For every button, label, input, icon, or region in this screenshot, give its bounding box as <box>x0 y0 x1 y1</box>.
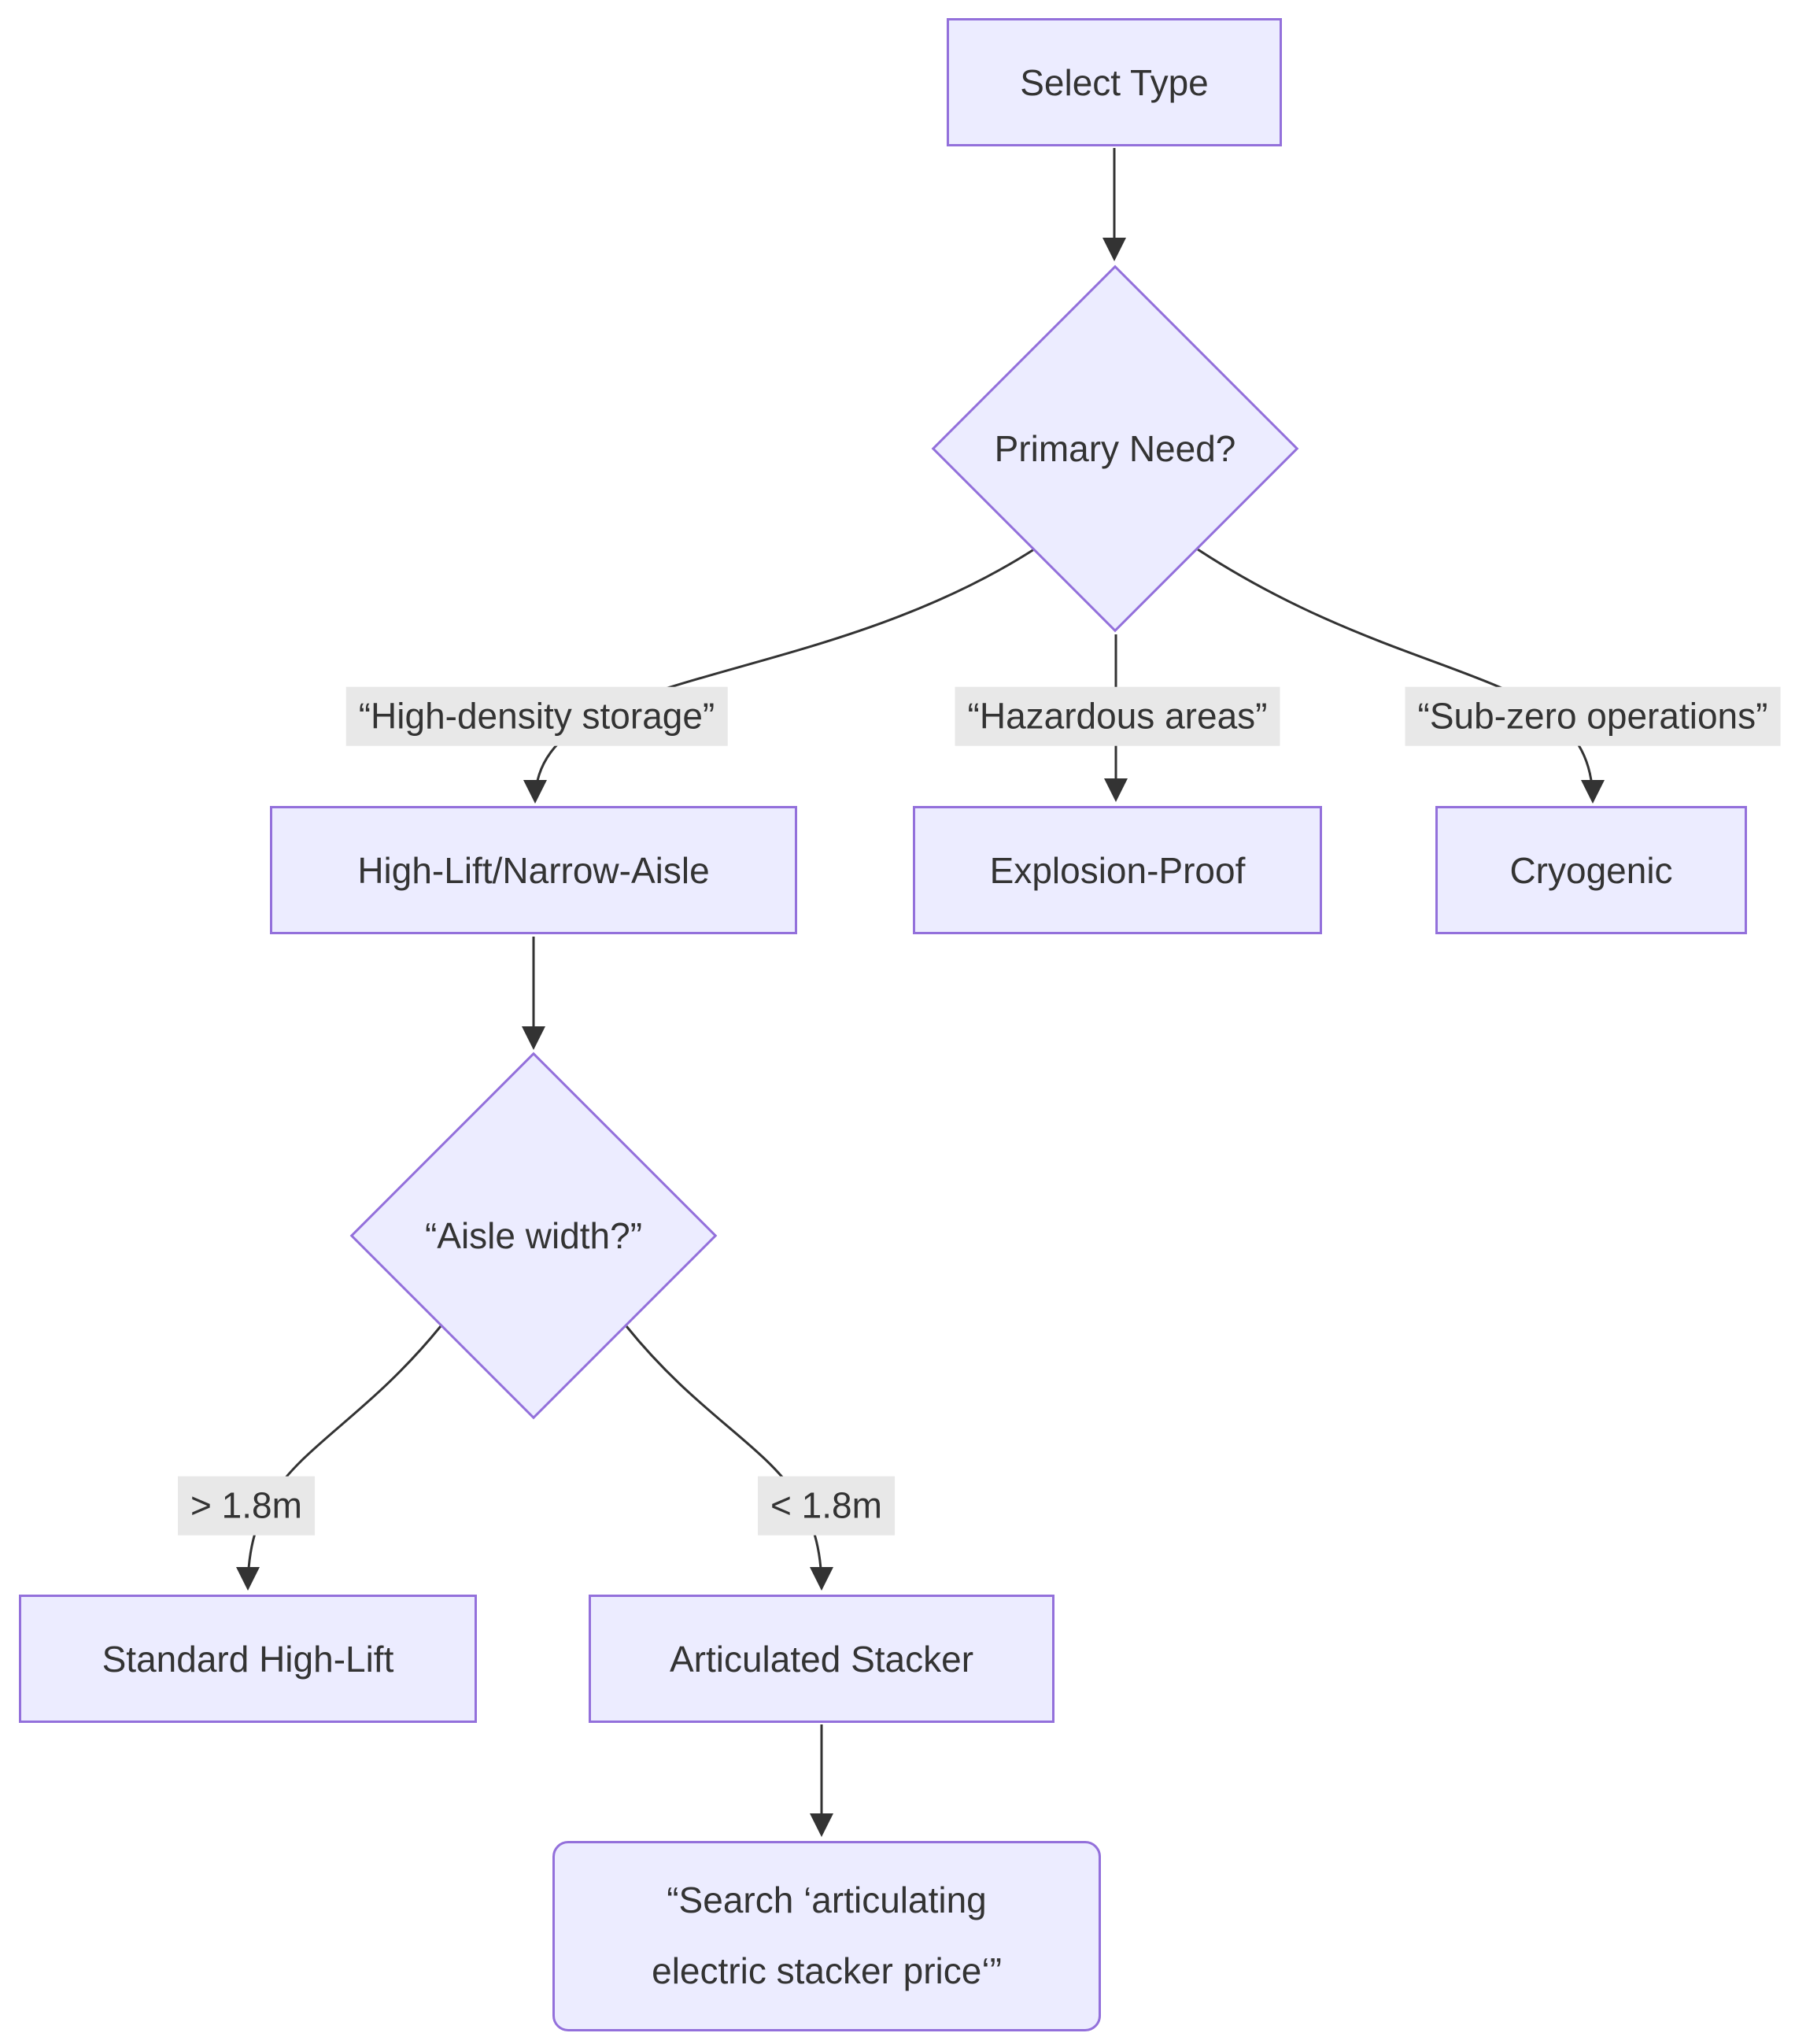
edge-primary-need-to-cryogenic <box>1197 548 1605 804</box>
node-high-lift-narrow-aisle: High-Lift/Narrow-Aisle <box>270 806 797 934</box>
node-search-query: “Search ‘articulating electric stacker p… <box>552 1841 1101 2031</box>
node-explosion-proof-label: Explosion-Proof <box>989 849 1246 891</box>
node-search-query-label: “Search ‘articulating electric stacker p… <box>652 1880 1002 1991</box>
edge-primary-need-to-high-lift <box>523 548 1035 804</box>
node-cryogenic-label: Cryogenic <box>1509 849 1673 891</box>
edge-label-sub-zero-operations: “Sub-zero operations” <box>1405 686 1781 746</box>
node-standard-high-lift: Standard High-Lift <box>19 1595 477 1723</box>
node-explosion-proof: Explosion-Proof <box>913 806 1322 934</box>
node-articulated-stacker: Articulated Stacker <box>589 1595 1054 1723</box>
edge-label-hazardous-areas: “Hazardous areas” <box>955 686 1280 746</box>
edge-label-gt-1-8m: > 1.8m <box>178 1476 315 1536</box>
node-articulated-stacker-label: Articulated Stacker <box>669 1638 974 1680</box>
edge-label-high-density-storage: “High-density storage” <box>345 686 728 746</box>
node-cryogenic: Cryogenic <box>1435 806 1747 934</box>
node-high-lift-narrow-aisle-label: High-Lift/Narrow-Aisle <box>357 849 710 891</box>
node-select-type-label: Select Type <box>1020 61 1209 103</box>
edge-aisle-width-to-articulated-stacker <box>625 1325 833 1591</box>
edge-aisle-width-to-standard-high-lift <box>236 1325 442 1591</box>
node-standard-high-lift-label: Standard High-Lift <box>102 1638 394 1680</box>
edge-label-lt-1-8m: < 1.8m <box>758 1476 895 1536</box>
node-select-type: Select Type <box>947 18 1282 146</box>
